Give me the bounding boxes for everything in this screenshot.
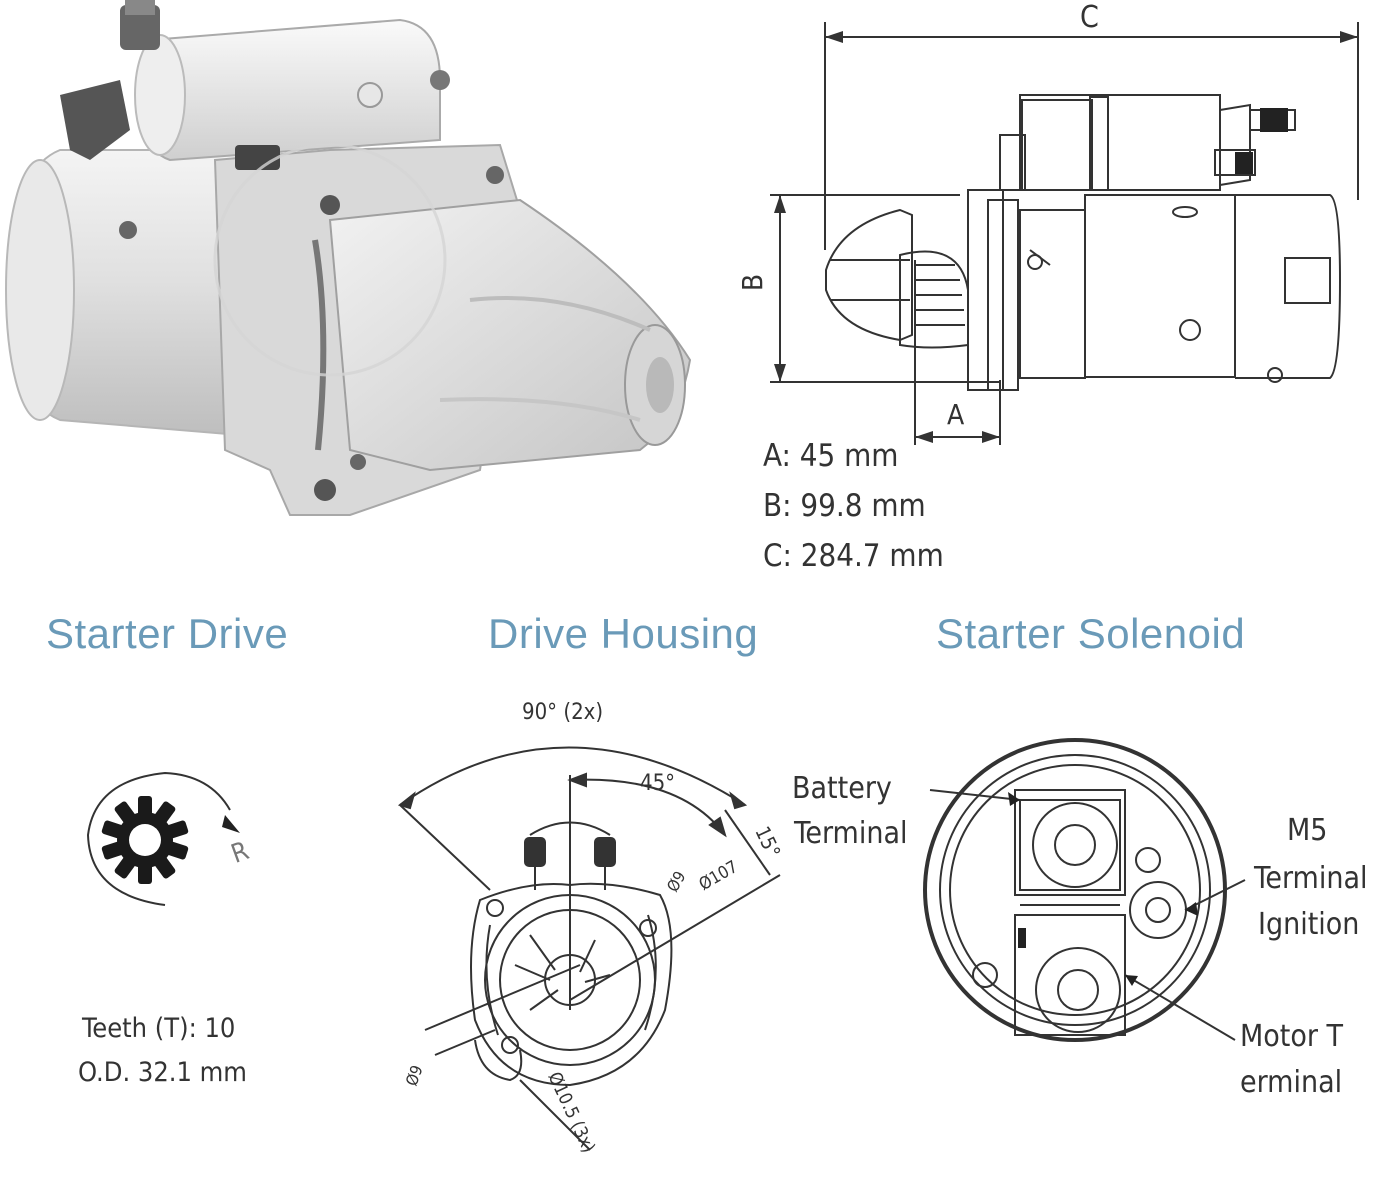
- starter-motor-photo: [5, 0, 692, 516]
- gear-tooth: [114, 854, 137, 879]
- gear-tooth: [114, 801, 137, 826]
- dimension-c-value: C: 284.7 mm: [763, 538, 944, 574]
- gear-tooth: [101, 820, 126, 840]
- motor-terminal-label-line2: erminal: [1240, 1065, 1343, 1100]
- starter-drive-title: Starter Drive: [46, 610, 289, 657]
- battery-terminal-label-line2: Terminal: [794, 816, 908, 851]
- housing-angle-half: 45°: [640, 771, 676, 796]
- gear-tooth: [153, 801, 176, 826]
- m5-terminal-label-line2: Terminal: [1254, 861, 1368, 896]
- pinion-gear-diagram: [86, 771, 240, 906]
- drive-housing-diagram: [397, 746, 781, 1151]
- gear-tooth: [164, 840, 189, 860]
- battery-terminal-label-line1: Battery: [792, 771, 892, 806]
- gear-tooth: [138, 796, 152, 818]
- dimension-letter-a: A: [947, 398, 965, 431]
- dimension-a-value: A: 45 mm: [763, 438, 899, 474]
- dimension-letter-b: B: [736, 273, 770, 292]
- motor-terminal-label-line1: Motor T: [1240, 1019, 1344, 1054]
- gear-tooth: [164, 820, 189, 840]
- gear-outer-diameter: O.D. 32.1 mm: [78, 1057, 247, 1088]
- m5-terminal-label-line3: Ignition: [1258, 907, 1360, 942]
- dimension-b-value: B: 99.8 mm: [763, 488, 926, 524]
- housing-angle-total: 90° (2x): [522, 700, 604, 725]
- gear-tooth: [101, 840, 126, 860]
- solenoid-terminal-diagram: [923, 738, 1246, 1042]
- side-dimension-drawing: [770, 22, 1359, 445]
- m5-terminal-label-line1: M5: [1287, 813, 1328, 848]
- starter-solenoid-title: Starter Solenoid: [936, 610, 1246, 657]
- teeth-count: Teeth (T): 10: [82, 1013, 236, 1044]
- drive-housing-title: Drive Housing: [488, 610, 759, 657]
- gear-tooth: [138, 862, 152, 884]
- dimension-letter-c: C: [1080, 0, 1099, 35]
- gear-tooth: [153, 854, 176, 879]
